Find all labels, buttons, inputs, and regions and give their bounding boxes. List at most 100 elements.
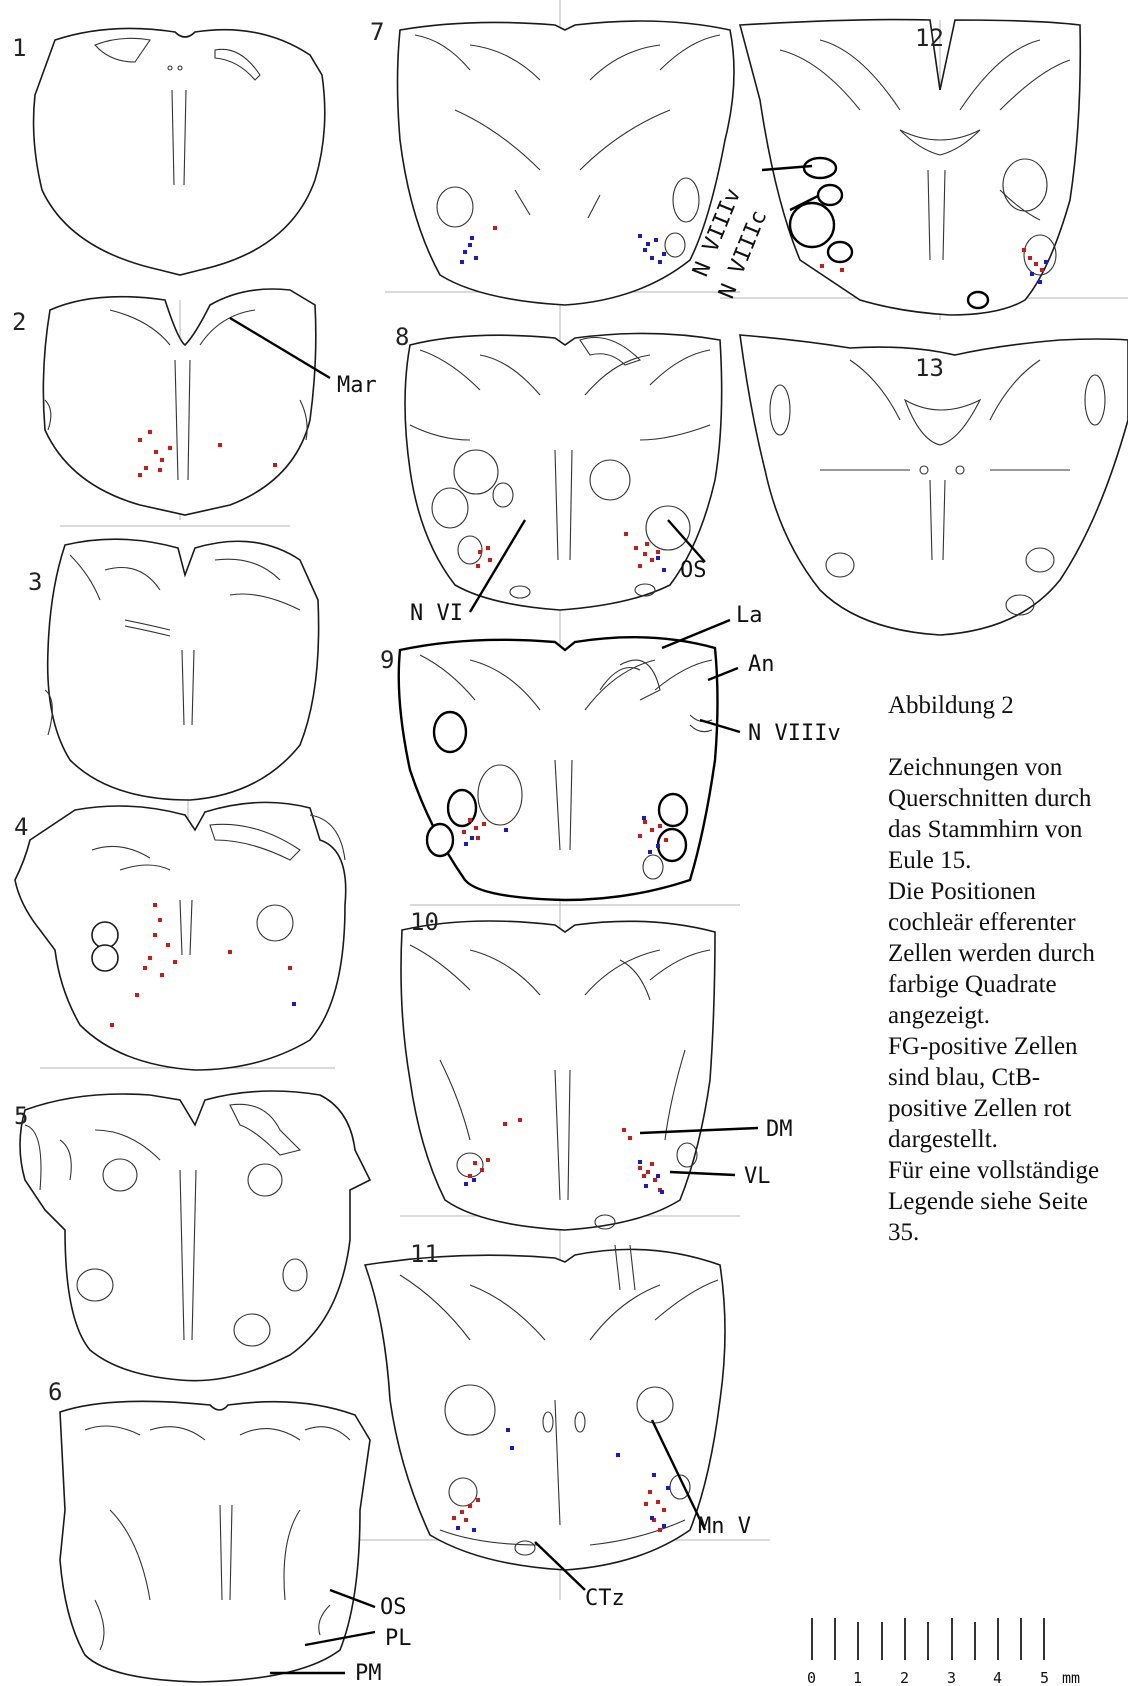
ctb-positive-cell-marker xyxy=(160,458,164,462)
fg-positive-cell-marker xyxy=(660,1190,664,1194)
ctb-positive-cell-marker xyxy=(148,956,152,960)
scale-label-0: 0 xyxy=(807,1669,816,1686)
ctb-positive-cell-marker xyxy=(662,1508,666,1512)
ctb-positive-cell-marker xyxy=(488,558,492,562)
fg-positive-cell-marker xyxy=(460,260,464,264)
caption-title: Abbildung 2 xyxy=(888,690,1128,721)
ctb-positive-cell-marker xyxy=(656,1500,660,1504)
scale-label-3: 3 xyxy=(947,1669,956,1686)
ctb-positive-cell-marker xyxy=(482,822,486,826)
vl-label: VL xyxy=(744,1164,771,1189)
section-4 xyxy=(15,802,346,1070)
ctb-positive-cell-marker xyxy=(474,826,478,830)
ctb-positive-cell-marker xyxy=(650,558,654,562)
section-number-11: 11 xyxy=(410,1240,439,1268)
ctb-positive-cell-marker xyxy=(464,1518,468,1522)
section-number-3: 3 xyxy=(28,568,42,596)
ctb-positive-cell-marker xyxy=(840,268,844,272)
an-label: An xyxy=(748,652,775,677)
ctb-positive-cell-marker xyxy=(158,918,162,922)
ctb-positive-cell-marker xyxy=(468,818,472,822)
ctb-positive-cell-marker xyxy=(656,550,660,554)
section-number-8: 8 xyxy=(395,323,409,351)
scale-unit: mm xyxy=(1062,1669,1080,1686)
mn-v-label: Mn V xyxy=(698,1514,751,1539)
ctb-positive-cell-marker xyxy=(650,828,654,832)
ctb-positive-cell-marker xyxy=(218,443,222,447)
ctb-positive-cell-marker xyxy=(143,966,147,970)
fg-positive-cell-marker xyxy=(662,568,666,572)
section-5 xyxy=(20,1091,370,1381)
ctb-positive-cell-marker xyxy=(643,820,647,824)
fg-positive-cell-marker xyxy=(506,1428,510,1432)
ctb-positive-cell-marker xyxy=(518,1118,522,1122)
ctb-positive-cell-marker xyxy=(476,836,480,840)
fg-positive-cell-marker xyxy=(510,1446,514,1450)
fg-positive-cell-marker xyxy=(662,1524,666,1528)
ctb-positive-cell-marker xyxy=(643,552,647,556)
caption-body: Zeichnungen von Querschnitten durch das … xyxy=(888,752,1128,1248)
ctb-positive-cell-marker xyxy=(486,1158,490,1162)
fg-positive-cell-marker xyxy=(642,816,646,820)
scale-bar: 0 1 2 3 4 5 mm xyxy=(807,1618,1080,1686)
pl-label: PL xyxy=(385,1626,412,1651)
ctb-positive-cell-marker xyxy=(646,1170,650,1174)
fg-positive-cell-marker xyxy=(464,1182,468,1186)
ctb-positive-cell-marker xyxy=(658,824,662,828)
ctb-positive-cell-marker xyxy=(168,446,172,450)
ctb-positive-cell-marker xyxy=(153,903,157,907)
ctb-positive-cell-marker xyxy=(1022,248,1026,252)
fg-positive-cell-marker xyxy=(656,556,660,560)
ctb-positive-cell-marker xyxy=(480,1168,484,1172)
ctb-positive-cell-marker xyxy=(1028,256,1032,260)
ctb-positive-cell-marker xyxy=(476,1498,480,1502)
ctb-positive-cell-marker xyxy=(273,463,277,467)
ctb-positive-cell-marker xyxy=(664,838,668,842)
figure-caption: Abbildung 2 Zeichnungen von Querschnitte… xyxy=(888,690,1128,1248)
la-label: La xyxy=(736,603,763,628)
ctb-positive-cell-marker xyxy=(158,468,162,472)
ctb-positive-cell-marker xyxy=(148,430,152,434)
scale-label-1: 1 xyxy=(853,1669,862,1686)
fg-positive-cell-marker xyxy=(643,248,647,252)
fg-positive-cell-marker xyxy=(646,242,650,246)
fg-positive-cell-marker xyxy=(616,1453,620,1457)
ctb-positive-cell-marker xyxy=(642,1174,646,1178)
fg-positive-cell-marker xyxy=(666,1486,670,1490)
section-3 xyxy=(45,539,319,800)
ctb-positive-cell-marker xyxy=(288,966,292,970)
fg-positive-cell-marker xyxy=(472,1528,476,1532)
ctb-positive-cell-marker xyxy=(644,1502,648,1506)
section-number-10: 10 xyxy=(410,908,439,936)
ctb-positive-cell-marker xyxy=(462,830,466,834)
fg-positive-cell-marker xyxy=(474,256,478,260)
scale-label-5: 5 xyxy=(1040,1669,1049,1686)
fg-positive-cell-marker xyxy=(470,836,474,840)
ctb-positive-cell-marker xyxy=(658,1528,662,1532)
ctb-positive-cell-marker xyxy=(1040,268,1044,272)
ctb-positive-cell-marker xyxy=(638,1166,642,1170)
ctb-positive-cell-marker xyxy=(110,1023,114,1027)
ctb-positive-cell-marker xyxy=(452,1516,456,1520)
os-6-label: OS xyxy=(380,1595,407,1620)
scale-label-2: 2 xyxy=(900,1669,909,1686)
section-6 xyxy=(60,1401,370,1682)
ctb-positive-cell-marker xyxy=(486,546,490,550)
ctb-positive-cell-marker xyxy=(645,542,649,546)
ctb-positive-cell-marker xyxy=(476,564,480,568)
fg-positive-cell-marker xyxy=(644,1184,648,1188)
ctb-positive-cell-marker xyxy=(628,1136,632,1140)
fg-positive-cell-marker xyxy=(504,828,508,832)
ctb-positive-cell-marker xyxy=(478,550,482,554)
fg-positive-cell-marker xyxy=(292,1002,296,1006)
n-vi-label: N VI xyxy=(410,601,463,626)
ctb-positive-cell-marker xyxy=(634,546,638,550)
fg-positive-cell-marker xyxy=(650,1516,654,1520)
fg-positive-cell-marker xyxy=(468,243,472,247)
ctb-positive-cell-marker xyxy=(493,226,497,230)
ctb-positive-cell-marker xyxy=(173,960,177,964)
dm-label: DM xyxy=(766,1117,793,1142)
ctb-positive-cell-marker xyxy=(138,438,142,442)
fg-positive-cell-marker xyxy=(650,256,654,260)
ctb-positive-cell-marker xyxy=(820,264,824,268)
